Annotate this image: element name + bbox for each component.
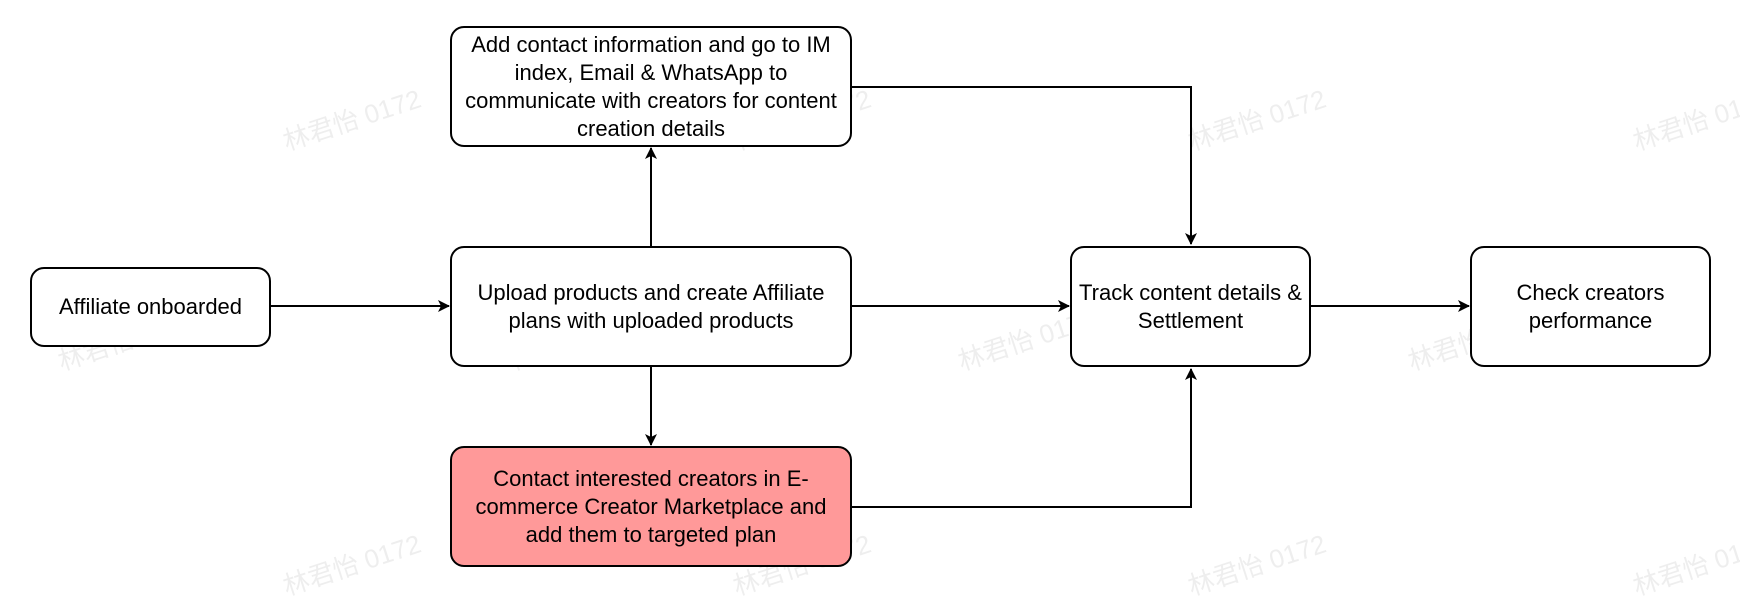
node-label: Track content details & Settlement [1079, 279, 1302, 333]
node-label: Affiliate onboarded [58, 294, 243, 319]
node-check-performance: Check creators performance [1470, 246, 1711, 367]
node-affiliate-onboarded: Affiliate onboarded [30, 267, 271, 347]
node-label: Upload products and create Affiliate pla… [477, 279, 825, 333]
node-label: Check creators performance [1516, 279, 1665, 333]
node-label: Add contact information and go to IM ind… [465, 31, 837, 141]
node-label: Contact interested creators in E-commerc… [475, 465, 827, 547]
node-add-contact: Add contact information and go to IM ind… [450, 26, 852, 147]
node-upload-products: Upload products and create Affiliate pla… [450, 246, 852, 367]
edge-add-contact-to-track [852, 86, 1197, 245]
node-contact-creators: Contact interested creators in E-commerc… [450, 446, 852, 567]
edge-contact-creators-to-track [852, 368, 1197, 508]
node-track-content: Track content details & Settlement [1070, 246, 1311, 367]
